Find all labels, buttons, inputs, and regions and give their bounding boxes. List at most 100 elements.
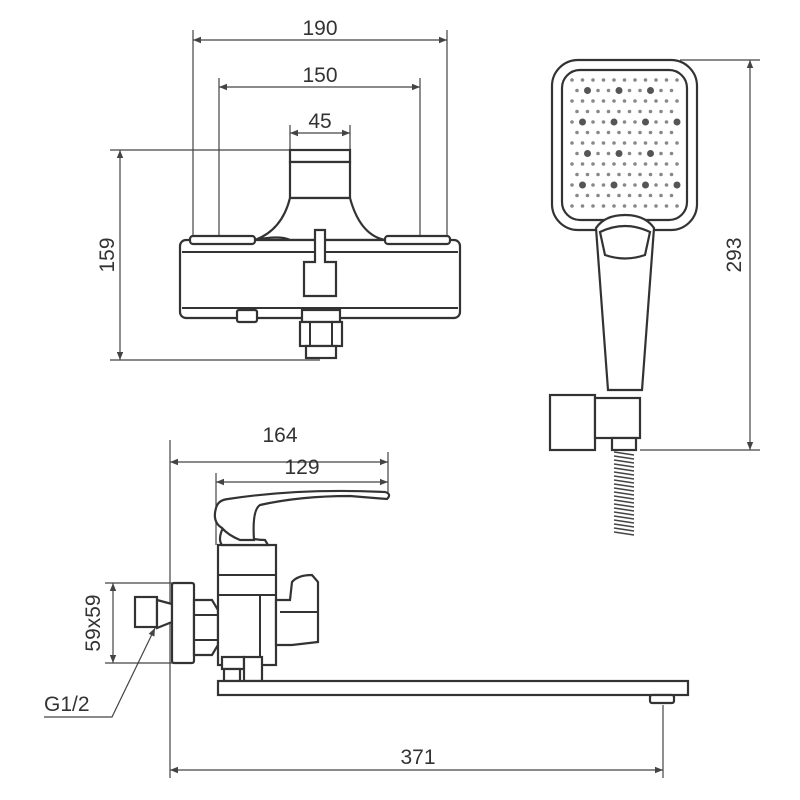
spray-hole xyxy=(664,120,669,124)
spray-hole xyxy=(575,172,579,177)
spray-hole xyxy=(579,118,586,126)
hose-coil xyxy=(613,515,635,520)
spray-hole xyxy=(612,141,616,145)
hose-coil xyxy=(613,467,635,472)
spray-hole xyxy=(627,151,632,156)
spray-hole xyxy=(584,150,591,157)
thread-label: G1/2 xyxy=(44,693,90,716)
spray-hole xyxy=(570,78,574,82)
spray-hole xyxy=(664,183,669,187)
hose-coil xyxy=(613,519,635,524)
spray-hole xyxy=(622,162,627,166)
spray-hole xyxy=(606,172,611,177)
spray-hole xyxy=(654,78,658,82)
spray-hole xyxy=(664,78,669,82)
spray-hole xyxy=(647,150,654,157)
spray-hole xyxy=(615,87,623,94)
spray-hole xyxy=(584,87,591,94)
hose-coil xyxy=(613,451,635,456)
spray-hole xyxy=(596,88,600,93)
spray-hole xyxy=(643,78,648,82)
spray-hole xyxy=(570,162,574,166)
spray-hole xyxy=(675,162,679,166)
spray-hole xyxy=(606,130,611,135)
spray-hole xyxy=(579,181,586,189)
spray-hole xyxy=(633,183,637,187)
shower-head-view: 293 xyxy=(548,58,760,536)
spray-hole xyxy=(612,78,616,82)
shower-hose xyxy=(613,451,635,536)
dim-label-371: 371 xyxy=(400,746,435,769)
hose-coil xyxy=(613,527,635,532)
spray-hole xyxy=(638,151,642,156)
spray-hole xyxy=(601,204,606,208)
spray-hole xyxy=(633,141,637,145)
spray-hole xyxy=(638,193,642,198)
spray-hole xyxy=(575,151,579,156)
spray-hole xyxy=(664,204,669,208)
spray-hole xyxy=(601,183,606,187)
dim-label-150: 150 xyxy=(302,64,337,87)
hose-coil xyxy=(613,495,635,500)
spray-hole xyxy=(648,193,653,198)
spray-hole xyxy=(648,172,653,177)
hose-coil xyxy=(613,471,635,476)
spray-hole xyxy=(673,118,681,126)
spray-hole xyxy=(580,141,585,145)
spray-hole xyxy=(606,88,611,93)
spray-hole xyxy=(606,193,611,198)
hose-coil xyxy=(613,491,635,496)
spray-hole xyxy=(591,99,595,103)
spray-hole xyxy=(591,204,595,208)
spray-hole xyxy=(617,130,621,135)
spray-hole xyxy=(610,181,618,189)
spray-hole xyxy=(659,88,663,93)
spray-hole xyxy=(633,78,637,82)
spray-hole xyxy=(580,204,585,208)
spray-hole xyxy=(654,99,658,103)
spray-hole xyxy=(638,88,642,93)
spray-hole xyxy=(675,78,679,82)
spray-hole xyxy=(575,109,579,114)
hose-coil xyxy=(613,475,635,480)
spray-hole xyxy=(601,99,606,103)
spray-hole xyxy=(585,109,590,114)
spray-hole xyxy=(575,88,579,93)
spray-hole xyxy=(622,78,627,82)
spray-hole xyxy=(580,162,585,166)
spray-hole xyxy=(643,141,648,145)
spray-hole xyxy=(642,181,649,189)
spray-hole xyxy=(659,193,663,198)
spray-hole xyxy=(622,120,627,124)
hose-coil xyxy=(613,483,635,488)
spray-hole xyxy=(633,99,637,103)
spray-hole xyxy=(570,99,574,103)
spray-hole xyxy=(596,193,600,198)
spray-hole xyxy=(596,151,600,156)
spray-hole xyxy=(627,109,632,114)
hose-coil xyxy=(613,499,635,504)
top-view: 190 150 45 159 xyxy=(96,17,462,361)
spray-hole xyxy=(669,193,674,198)
spray-hole xyxy=(601,78,606,82)
spray-hole xyxy=(617,109,621,114)
spray-hole xyxy=(659,109,663,114)
spray-hole xyxy=(669,151,674,156)
spray-hole xyxy=(591,78,595,82)
spray-hole xyxy=(591,162,595,166)
spray-hole xyxy=(570,183,574,187)
spray-hole xyxy=(638,130,642,135)
hose-coil xyxy=(613,511,635,516)
spray-hole xyxy=(570,120,574,124)
spray-hole xyxy=(601,141,606,145)
dim-label-45: 45 xyxy=(308,110,331,133)
spray-hole xyxy=(675,99,679,103)
spray-hole xyxy=(575,193,579,198)
spray-hole xyxy=(643,99,648,103)
spray-hole xyxy=(580,78,585,82)
spray-hole xyxy=(664,162,669,166)
spray-hole xyxy=(643,162,648,166)
spray-hole xyxy=(659,130,663,135)
spray-hole xyxy=(654,162,658,166)
